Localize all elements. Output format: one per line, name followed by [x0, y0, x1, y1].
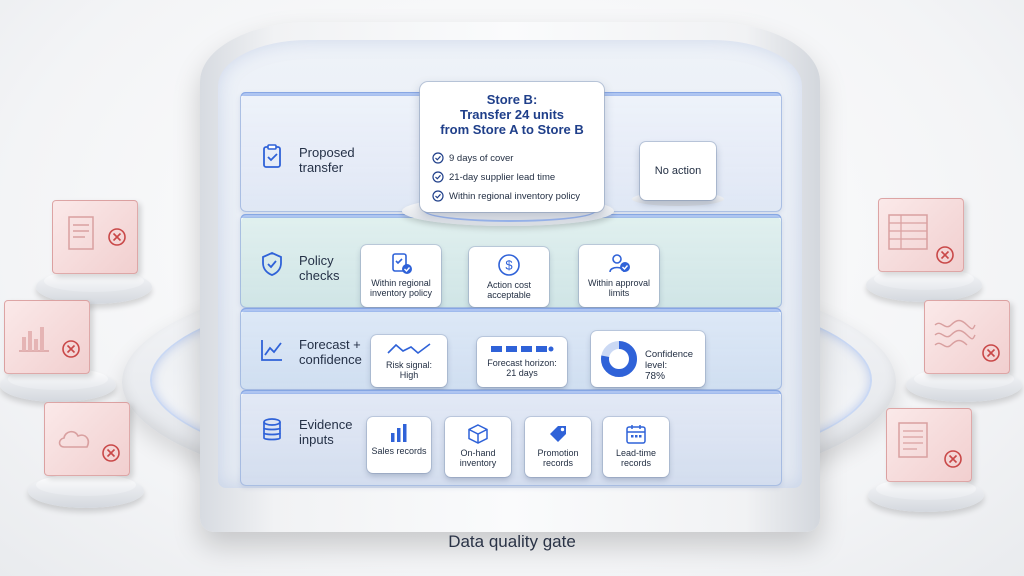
forecast-card-risk: Risk signal:High — [371, 335, 447, 387]
rejected-panel-right-3 — [886, 408, 972, 482]
rejected-panel-left-3 — [44, 402, 130, 476]
proposal-check-leadtime: 21-day supplier lead time — [432, 171, 555, 183]
rejected-source-left-1 — [36, 248, 152, 304]
trend-line-icon — [387, 343, 431, 355]
donut-chart-icon — [601, 341, 637, 377]
no-action-card: No action — [640, 142, 716, 200]
rejected-panel-right-1 — [878, 198, 964, 272]
evidence-card-sales: Sales records — [367, 417, 431, 473]
data-quality-gate-label: Data quality gate — [448, 532, 576, 551]
bar-chart-icon — [19, 327, 49, 352]
reject-x-icon — [944, 450, 962, 468]
rejected-panel-right-2 — [924, 300, 1010, 374]
layer-label-forecast: Forecast +confidence — [299, 337, 362, 367]
horizon-bar-icon — [491, 346, 554, 352]
document-icon — [898, 422, 928, 458]
forecast-card-confidence: Confidence level: 78% — [591, 331, 705, 387]
rejected-source-right-1 — [866, 246, 982, 302]
proposal-check-policy: Within regional inventory policy — [432, 190, 580, 202]
check-circle-icon — [432, 152, 444, 164]
forecast-card-horizon: Forecast horizon:21 days — [477, 337, 567, 387]
svg-text:$: $ — [505, 258, 513, 273]
clipboard-check-icon — [392, 253, 412, 274]
database-icon — [263, 418, 281, 441]
check-circle-icon — [432, 190, 444, 202]
dollar-circle-icon: $ — [498, 254, 520, 276]
proposal-card: Store B: Transfer 24 units from Store A … — [420, 82, 604, 212]
check-circle-icon — [432, 171, 444, 183]
bar-chart-icon — [391, 424, 407, 442]
calendar-icon — [626, 425, 646, 444]
box-icon — [468, 424, 488, 444]
rejected-source-right-3 — [868, 456, 984, 512]
reject-x-icon — [62, 340, 80, 358]
reject-x-icon — [102, 444, 120, 462]
user-check-icon — [609, 254, 630, 273]
document-icon — [68, 216, 94, 250]
layer-forecast-confidence: Forecast +confidence Risk signal:High Fo… — [240, 308, 782, 390]
reject-x-icon — [108, 228, 126, 246]
trend-line-icon — [261, 340, 282, 361]
shield-check-icon — [262, 252, 282, 276]
clipboard-check-icon — [263, 144, 281, 168]
reject-x-icon — [936, 246, 954, 264]
wave-chart-icon — [934, 319, 976, 348]
tag-icon — [550, 426, 566, 442]
proposal-check-cover: 9 days of cover — [432, 152, 513, 164]
rejected-panel-left-2 — [4, 300, 90, 374]
table-icon — [888, 214, 928, 250]
rejected-source-left-3 — [28, 452, 144, 508]
cloud-icon — [58, 430, 90, 448]
rejected-panel-left-1 — [52, 200, 138, 274]
proposal-title: Store B: Transfer 24 units from Store A … — [440, 92, 584, 137]
reject-x-icon — [982, 344, 1000, 362]
